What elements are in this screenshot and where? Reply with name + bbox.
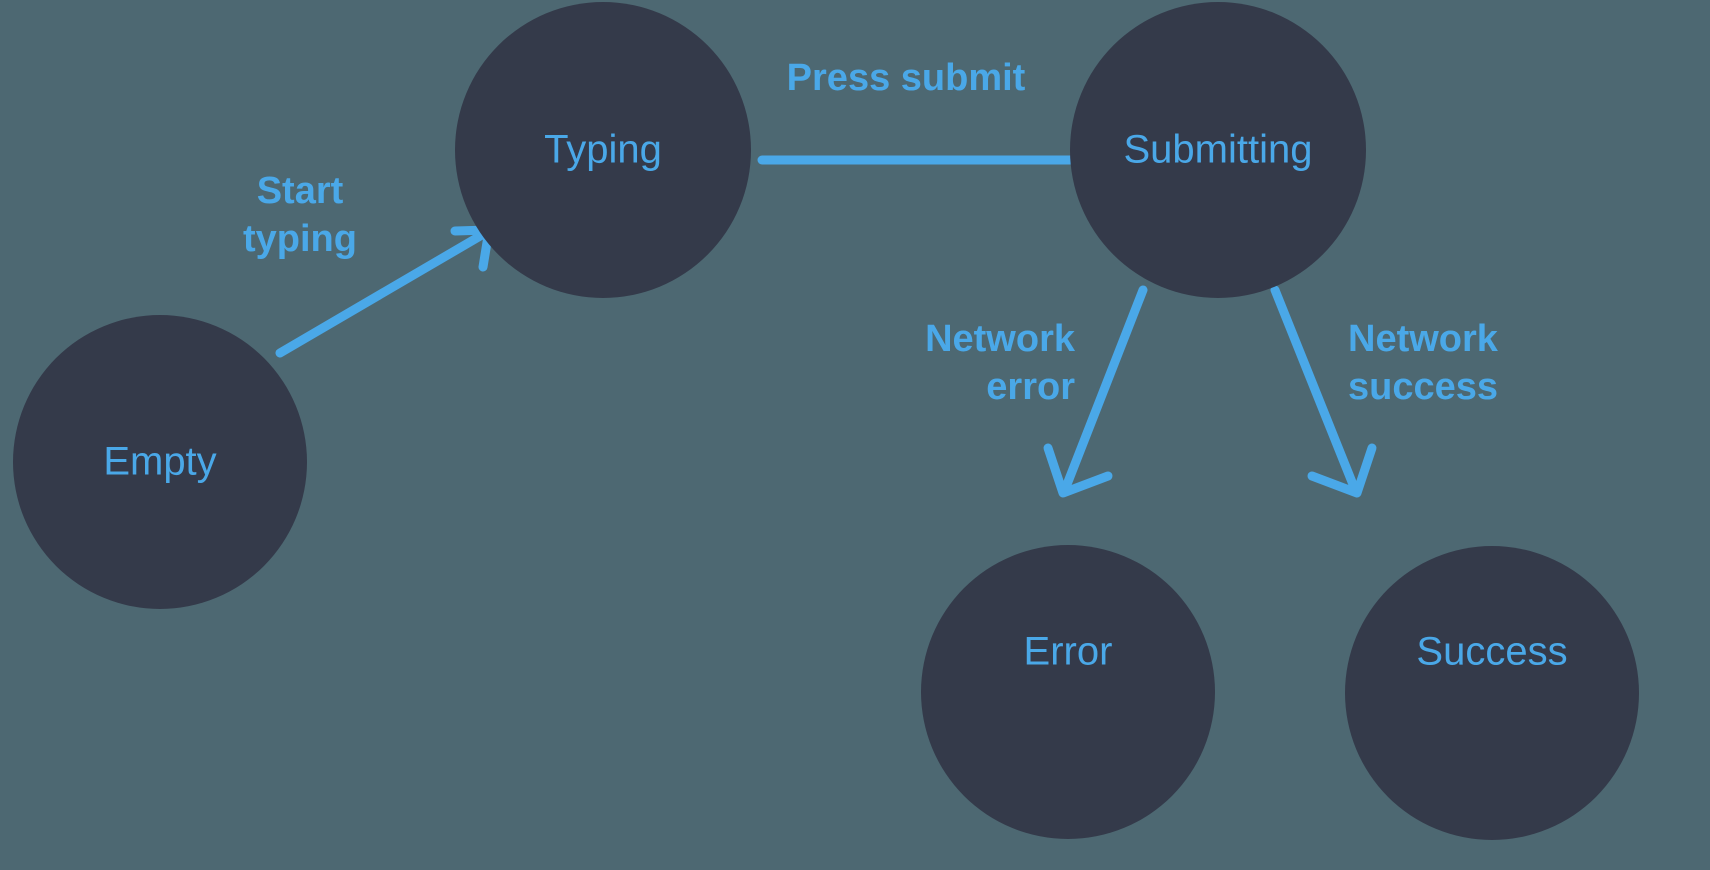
edge-network-error-arrowhead — [1043, 443, 1113, 498]
state-node-typing-label: Typing — [544, 128, 662, 172]
state-node-submitting-circle[interactable] — [1070, 2, 1366, 298]
state-node-submitting[interactable]: Submitting — [1070, 2, 1366, 298]
state-node-submitting-label: Submitting — [1124, 128, 1313, 172]
state-node-success-label: Success — [1416, 630, 1567, 674]
state-node-error[interactable]: Error — [921, 545, 1215, 839]
state-node-success-circle[interactable] — [1345, 546, 1639, 840]
state-node-empty[interactable]: Empty — [13, 315, 307, 609]
state-node-success[interactable]: Success — [1345, 546, 1639, 840]
state-node-typing[interactable]: Typing — [455, 2, 751, 298]
state-node-empty-circle[interactable] — [13, 315, 307, 609]
edge-network-success-line — [1270, 285, 1359, 492]
edge-label-start-typing-line2: typing — [243, 218, 357, 260]
state-node-error-circle[interactable] — [921, 545, 1215, 839]
state-node-typing-circle[interactable] — [455, 2, 751, 298]
state-node-empty-label: Empty — [103, 440, 216, 484]
edge-label-network-error-line1: Network — [925, 318, 1076, 360]
edge-label-network-error-line2: error — [986, 366, 1075, 408]
edge-start-typing-line — [275, 227, 492, 358]
edge-network-success: Network success — [1270, 285, 1499, 498]
edge-network-error: Network error — [925, 285, 1148, 498]
edge-label-start-typing-line1: Start — [257, 170, 344, 212]
edge-network-success-arrowhead — [1307, 443, 1377, 498]
edge-label-network-success-line1: Network — [1348, 318, 1499, 360]
state-node-error-label: Error — [1024, 630, 1113, 674]
edge-label-network-success-line2: success — [1348, 366, 1498, 408]
edge-network-error-line — [1061, 285, 1148, 492]
edge-label-press-submit: Press submit — [787, 57, 1026, 99]
